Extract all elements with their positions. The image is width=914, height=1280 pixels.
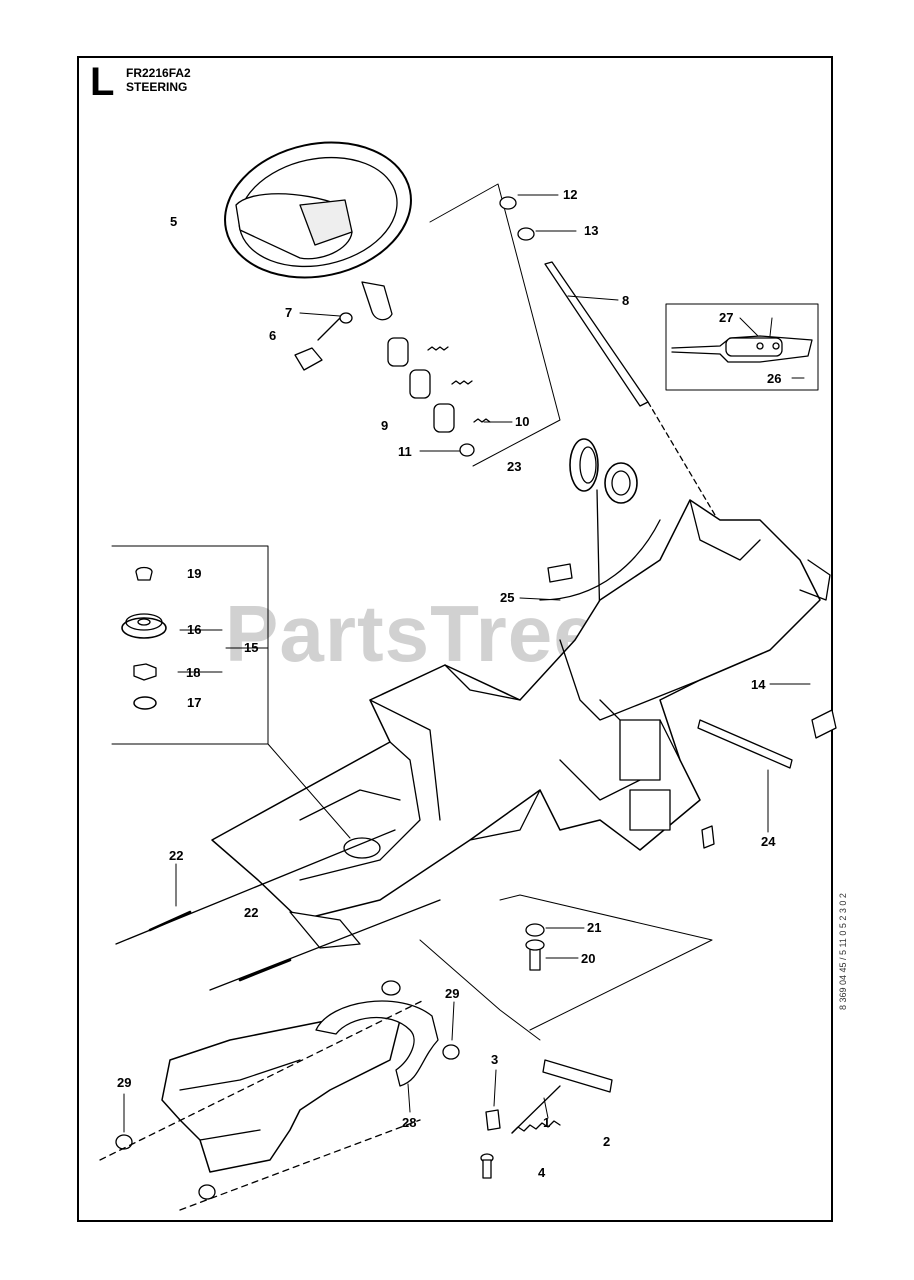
callout-1: 1 xyxy=(543,1115,551,1130)
callout-22b: 22 xyxy=(244,905,259,920)
watermark: PartsTree xyxy=(225,589,599,678)
cable-detail xyxy=(671,335,813,363)
callout-27: 27 xyxy=(719,310,734,325)
chassis-frame xyxy=(211,499,837,949)
diagram-frame xyxy=(77,56,833,1222)
steering-shaft xyxy=(499,196,716,516)
callout-2: 2 xyxy=(603,1134,611,1149)
section-letter: L xyxy=(90,60,115,104)
callout-9: 9 xyxy=(381,418,389,433)
callout-21: 21 xyxy=(587,920,602,935)
section-name: STEERING xyxy=(126,80,188,94)
callout-3: 3 xyxy=(491,1052,499,1067)
callout-15: 15 xyxy=(244,640,259,655)
fastener-set xyxy=(121,566,167,710)
callout-20: 20 xyxy=(581,951,596,966)
side-code: 8 369 04 45 / 5 11 0 5 2 3 0 2 xyxy=(838,893,848,1010)
callout-16: 16 xyxy=(187,622,202,637)
callout-4: 4 xyxy=(538,1165,546,1180)
callout-19: 19 xyxy=(187,566,202,581)
callout-5: 5 xyxy=(170,214,178,229)
callout-10: 10 xyxy=(515,414,530,429)
callout-18: 18 xyxy=(186,665,201,680)
callout-22a: 22 xyxy=(169,848,184,863)
callout-25: 25 xyxy=(500,590,515,605)
callout-6: 6 xyxy=(269,328,277,343)
callout-29a: 29 xyxy=(445,986,460,1001)
callout-29b: 29 xyxy=(117,1075,132,1090)
callout-14: 14 xyxy=(751,677,766,692)
column-bushings xyxy=(294,312,491,457)
model-number: FR2216FA2 xyxy=(126,66,191,80)
callout-11: 11 xyxy=(398,444,412,459)
callout-24: 24 xyxy=(761,834,776,849)
callout-12: 12 xyxy=(563,187,578,202)
callout-7: 7 xyxy=(285,305,293,320)
steering-wheel xyxy=(224,141,412,321)
callout-13: 13 xyxy=(584,223,599,238)
callout-26: 26 xyxy=(767,371,782,386)
callout-8: 8 xyxy=(622,293,630,308)
pedal-rod xyxy=(480,1059,613,1179)
callout-28: 28 xyxy=(402,1115,417,1130)
callout-23: 23 xyxy=(507,459,522,474)
callout-17: 17 xyxy=(187,695,202,710)
tie-rods xyxy=(115,829,441,991)
leader-lines xyxy=(123,194,811,1133)
front-axle xyxy=(99,980,460,1211)
